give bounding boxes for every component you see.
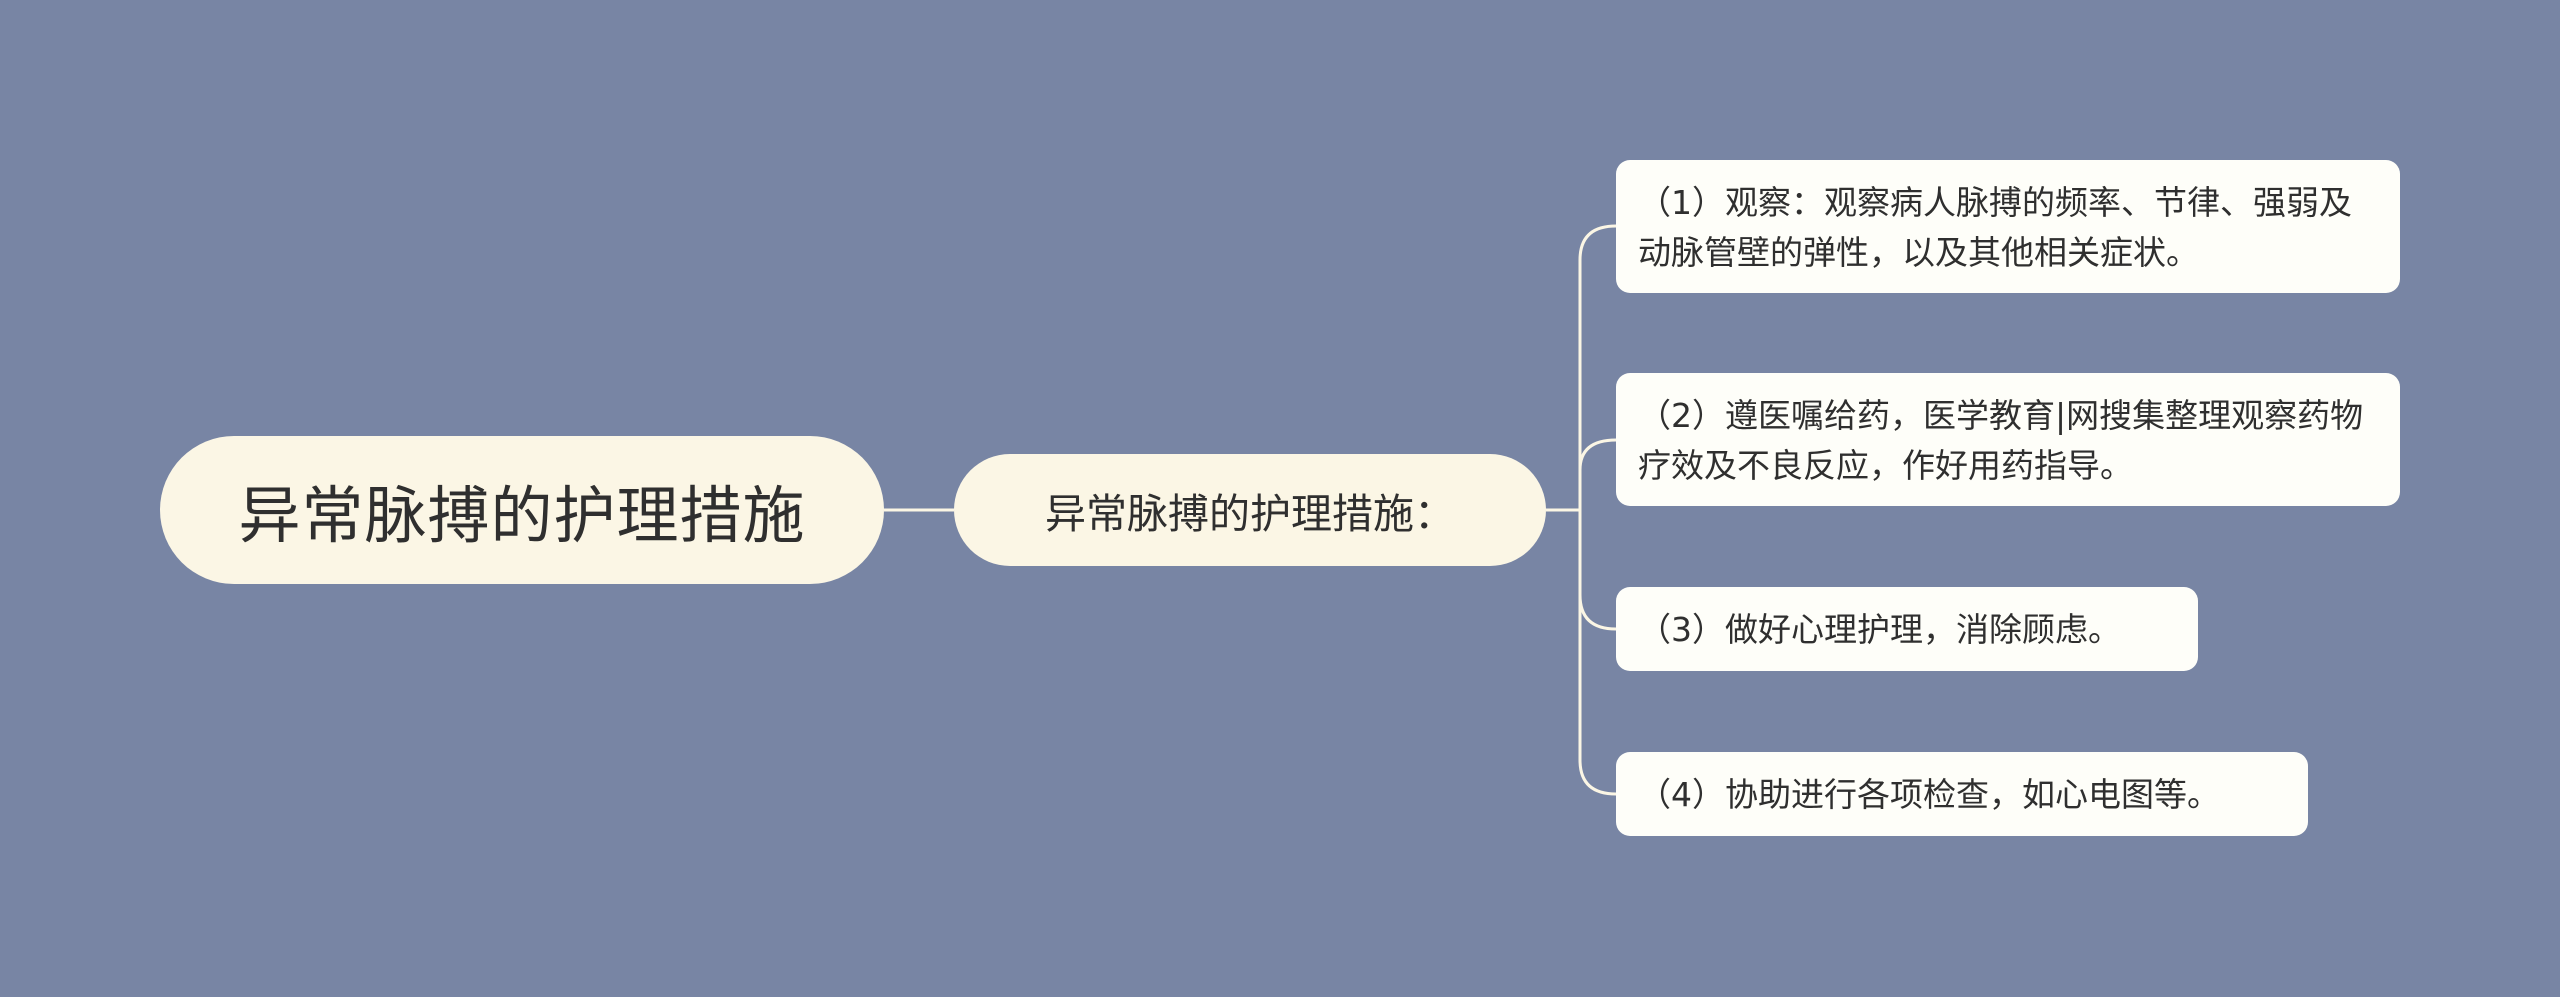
leaf-topic-text-4: （4）协助进行各项检查，如心电图等。 [1638, 775, 2220, 814]
leaf-connector-1 [1578, 224, 1617, 510]
leaf-topic-text-1: （1）观察：观察病人脉搏的频率、节律、强弱及动脉管壁的弹性，以及其他相关症状。 [1638, 183, 2352, 272]
leaf-topic-node-3[interactable]: （3）做好心理护理，消除顾虑。 [1616, 587, 2198, 671]
leaf-connector-2 [1578, 438, 1617, 510]
leaf-topic-text-3: （3）做好心理护理，消除顾虑。 [1638, 610, 2121, 649]
branch-topic-label: 异常脉搏的护理措施： [1045, 490, 1455, 538]
branch-topic-node[interactable]: 异常脉搏的护理措施： [954, 454, 1546, 566]
leaf-connector-4 [1578, 510, 1617, 796]
leaf-topic-node-1[interactable]: （1）观察：观察病人脉搏的频率、节律、强弱及动脉管壁的弹性，以及其他相关症状。 [1616, 160, 2400, 293]
root-topic-node[interactable]: 异常脉搏的护理措施 [160, 436, 884, 584]
leaf-topic-node-4[interactable]: （4）协助进行各项检查，如心电图等。 [1616, 752, 2308, 836]
leaf-topic-node-2[interactable]: （2）遵医嘱给药，医学教育|网搜集整理观察药物疗效及不良反应，作好用药指导。 [1616, 373, 2400, 506]
leaf-connector-3 [1578, 510, 1617, 631]
leaf-topic-text-2: （2）遵医嘱给药，医学教育|网搜集整理观察药物疗效及不良反应，作好用药指导。 [1638, 396, 2364, 485]
root-topic-label: 异常脉搏的护理措施 [238, 479, 806, 552]
